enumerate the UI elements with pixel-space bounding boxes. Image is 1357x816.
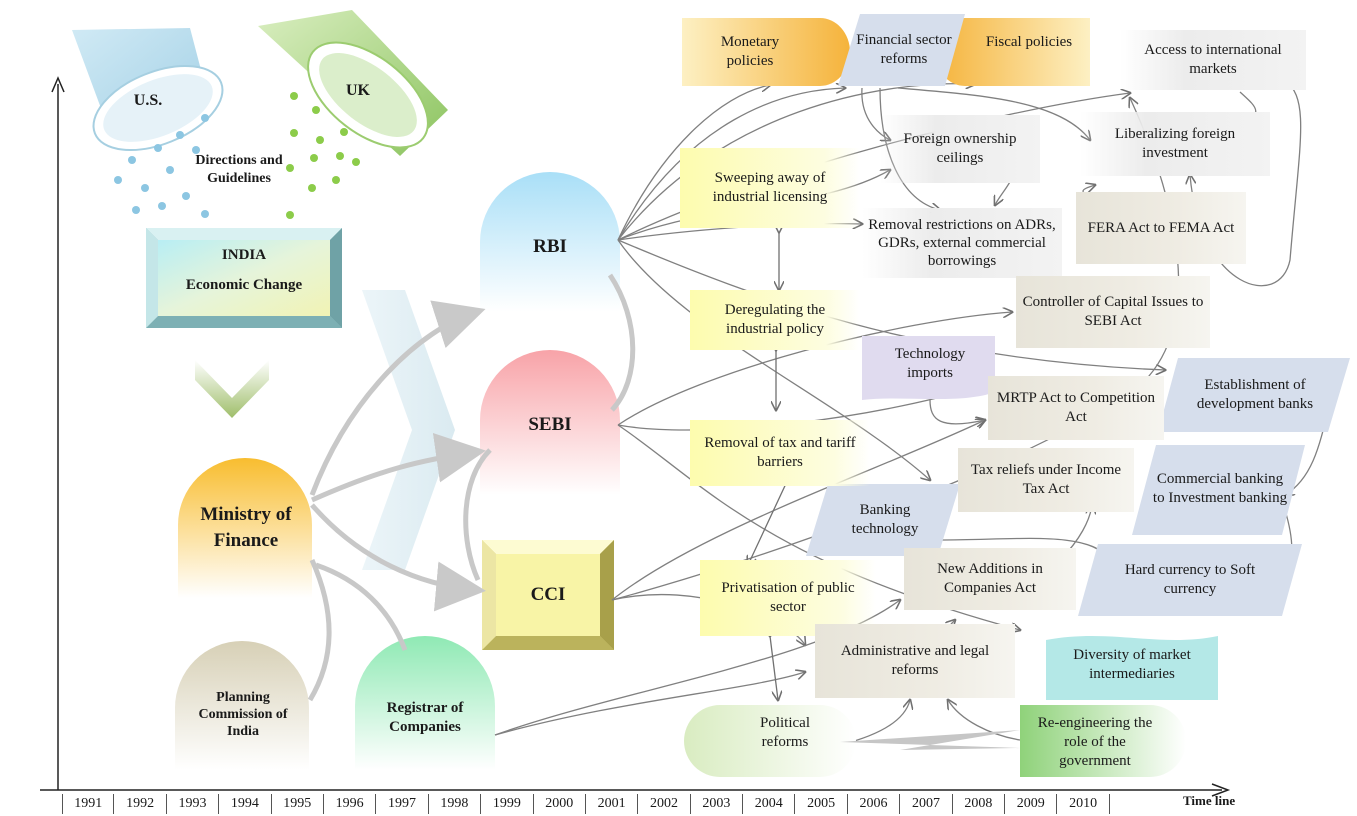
- timeline-year: 1997: [376, 794, 429, 814]
- foreign-ownership-ceilings: Foreign ownership ceilings: [880, 115, 1040, 183]
- mrtp-to-competition: MRTP Act to Competition Act: [988, 376, 1164, 440]
- fiscal-policies: Fiscal policies: [985, 33, 1073, 50]
- removal-restrictions-adrs: Removal restrictions on ADRs, GDRs, exte…: [862, 208, 1062, 278]
- timeline-year: 2005: [795, 794, 848, 814]
- planning-dome-shape: [175, 641, 309, 770]
- hard-to-soft-currency: Hard currency to Soft currency: [1124, 562, 1256, 597]
- reengineering-pill-shape: [1020, 705, 1186, 777]
- financial-sector-shape: [838, 14, 965, 86]
- fera-to-fema: FERA Act to FEMA Act: [1076, 192, 1246, 264]
- political-pill-shape: [684, 705, 856, 777]
- fiscal-shape: [935, 18, 1090, 86]
- financial-sector-reforms: Financial sector reforms: [856, 32, 952, 67]
- technology-imports: Technology imports: [894, 346, 966, 381]
- timeline-year: 2009: [1005, 794, 1058, 814]
- development-banks: Establishment of development banks: [1196, 377, 1314, 412]
- development-banks-shape: [1158, 358, 1350, 432]
- deregulating-industrial-policy: Deregulating the industrial policy: [690, 290, 860, 350]
- india-subtitle: Economic Change: [185, 276, 303, 293]
- registrar-dome-shape: [355, 636, 495, 770]
- planning-label: Planning Commission of India: [198, 689, 288, 739]
- political-reforms: Political reforms: [760, 715, 810, 750]
- timeline-year: 1996: [324, 794, 377, 814]
- timeline-year: 1994: [219, 794, 272, 814]
- y-axis-arrowhead: [51, 76, 65, 93]
- rbi-label: RBI: [533, 235, 567, 257]
- monetary-shape: [682, 18, 850, 86]
- banking-tech-shape: [806, 484, 960, 556]
- lightning-link-icon: [840, 730, 1020, 750]
- sebi-dome-shape: [480, 350, 620, 495]
- timeline-year: 2000: [534, 794, 586, 814]
- directions-label: Directions and Guidelines: [195, 153, 283, 186]
- timeline-year: 1995: [272, 794, 324, 814]
- timeline-year: 2008: [953, 794, 1006, 814]
- cci-bevel-box: [482, 540, 614, 650]
- timeline-year: 2002: [638, 794, 691, 814]
- timeline-year: 2001: [586, 794, 639, 814]
- timeline-year: 2010: [1057, 794, 1110, 814]
- diversity-market-intermediaries: Diversity of market intermediaries: [1073, 647, 1191, 682]
- cci-label: CCI: [530, 583, 566, 605]
- india-title: INDIA: [221, 246, 267, 263]
- big-chevron-icon: [362, 290, 455, 570]
- us-label: U.S.: [133, 91, 163, 109]
- privatisation-public-sector: Privatisation of public sector: [700, 560, 876, 636]
- timeline-year: 2004: [743, 794, 796, 814]
- controller-capital-issues: Controller of Capital Issues to SEBI Act: [1016, 276, 1210, 348]
- commercial-to-investment-banking: Commercial banking to Investment banking: [1152, 471, 1288, 506]
- double-arrows: [748, 232, 1322, 700]
- timeline-year: 1992: [114, 794, 167, 814]
- us-cone-icon: [72, 28, 224, 151]
- x-axis-arrowhead: [1211, 783, 1231, 797]
- uk-label: UK: [346, 81, 370, 99]
- hard-currency-shape: [1078, 544, 1302, 616]
- timeline-year: 1991: [62, 794, 115, 814]
- timeline-year: 2003: [691, 794, 744, 814]
- reengineering-government: Re-engineering the role of the governmen…: [1037, 714, 1153, 769]
- down-chevron-icon: [195, 360, 269, 418]
- sebi-label: SEBI: [528, 413, 572, 435]
- timeline-year: 1999: [481, 794, 534, 814]
- timeline-label: Time line: [1183, 793, 1236, 808]
- banking-technology: Banking technology: [851, 502, 919, 537]
- ministry-main-arrows: [307, 273, 636, 702]
- diversity-shape: [1046, 636, 1218, 700]
- monetary-policies: Monetary policies: [720, 34, 780, 69]
- india-bevel-box: [146, 228, 342, 328]
- administrative-legal-reforms: Administrative and legal reforms: [815, 624, 1015, 698]
- uk-sparkles: [286, 92, 360, 219]
- ministry-dome-shape: [178, 458, 312, 598]
- registrar-label: Registrar of Companies: [386, 700, 464, 735]
- ministry-label: Ministry of Finance: [200, 504, 292, 551]
- us-sparkles: [114, 114, 209, 218]
- tax-reliefs-income-tax: Tax reliefs under Income Tax Act: [958, 448, 1134, 512]
- sweeping-industrial-licensing: Sweeping away of industrial licensing: [680, 148, 860, 228]
- tax-tariff-barriers: Removal of tax and tariff barriers: [690, 420, 870, 486]
- timeline-year: 2007: [900, 794, 953, 814]
- commercial-banking-shape: [1132, 445, 1305, 535]
- liberalizing-foreign-investment: Liberalizing foreign investment: [1080, 112, 1270, 176]
- new-additions-companies-act: New Additions in Companies Act: [904, 548, 1076, 610]
- access-international-markets: Access to international markets: [1120, 30, 1306, 90]
- uk-cone-icon: [258, 10, 448, 156]
- rbi-dome-shape: [480, 172, 620, 312]
- timeline-year: 1993: [167, 794, 220, 814]
- technology-imports-shape: [862, 336, 995, 400]
- timeline-year: 1998: [429, 794, 482, 814]
- timeline-year: 2006: [848, 794, 901, 814]
